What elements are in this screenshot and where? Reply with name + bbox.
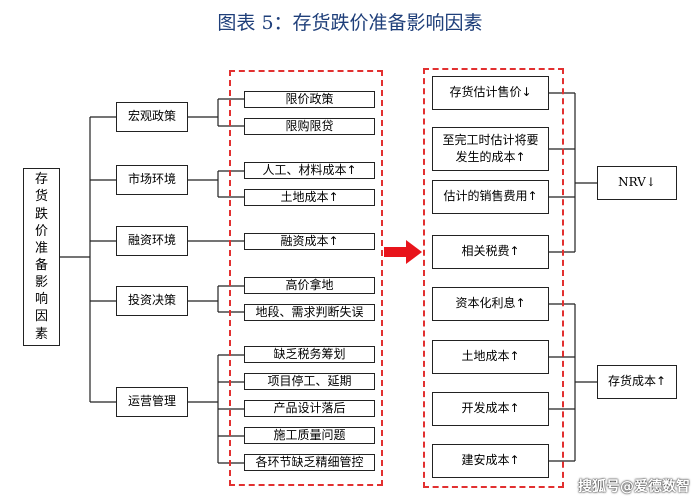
- root-node: 存 货 跌 价 准 备 影 响 因 素: [23, 168, 60, 346]
- factor-node: 各环节缺乏精细管控: [244, 454, 375, 471]
- factor-node: 人工、材料成本↑: [244, 162, 375, 179]
- cost-component-node: 资本化利息↑: [432, 287, 549, 321]
- factor-node: 限购限贷: [244, 118, 375, 135]
- root-char: 准: [34, 240, 48, 256]
- root-char: 响: [34, 292, 48, 308]
- root-char: 因: [34, 309, 48, 325]
- factor-node: 限价政策: [244, 91, 375, 108]
- nrv-component-node: 至完工时估计将要发生的成本↑: [432, 127, 549, 171]
- root-char: 备: [34, 258, 48, 273]
- factor-node: 高价拿地: [244, 277, 375, 294]
- components-dashed-frame: [423, 68, 564, 488]
- factor-node: 产品设计落后: [244, 400, 375, 417]
- root-char: 货: [34, 189, 48, 205]
- cost-component-node: 土地成本↑: [432, 340, 549, 374]
- root-char: 价: [34, 223, 48, 239]
- root-char: 影: [34, 275, 48, 291]
- diagram-title: 图表 5：存货跌价准备影响因素: [217, 12, 483, 34]
- nrv-component-node: 存货估计售价↓: [432, 76, 549, 110]
- factor-node: 施工质量问题: [244, 427, 375, 444]
- factor-node: 土地成本↑: [244, 189, 375, 206]
- watermark: 搜狐号@爱德数智: [578, 479, 690, 495]
- nrv-component-node: 相关税费↑: [432, 235, 549, 269]
- category-node: 市场环境: [116, 165, 188, 195]
- inventory-cost-result-node: 存货成本↑: [597, 365, 677, 399]
- factors-dashed-frame: [229, 70, 383, 486]
- cost-component-node: 建安成本↑: [432, 444, 549, 478]
- factor-node: 缺乏税务筹划: [244, 346, 375, 363]
- root-char: 存: [34, 172, 48, 188]
- nrv-result-node: NRV↓: [597, 166, 677, 200]
- category-node: 宏观政策: [116, 102, 188, 132]
- category-node: 融资环境: [116, 226, 188, 256]
- factor-node: 融资成本↑: [244, 233, 375, 250]
- root-char: 素: [34, 326, 48, 342]
- root-char: 跌: [34, 206, 48, 222]
- factor-node: 项目停工、延期: [244, 373, 375, 390]
- nrv-component-node: 估计的销售费用↑: [432, 180, 549, 214]
- factor-node: 地段、需求判断失误: [244, 304, 375, 321]
- category-node: 运营管理: [116, 387, 188, 417]
- cost-component-node: 开发成本↑: [432, 392, 549, 426]
- right-arrow-icon: [384, 240, 422, 264]
- category-node: 投资决策: [116, 286, 188, 316]
